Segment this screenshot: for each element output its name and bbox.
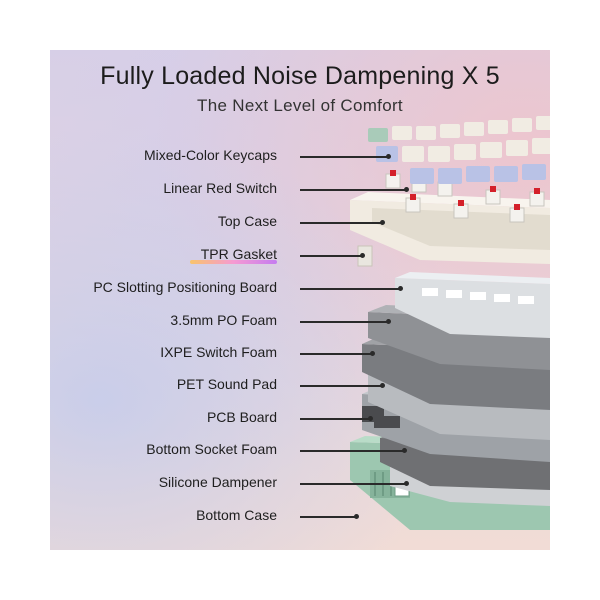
- leader-line: [300, 385, 382, 387]
- leader-dot: [370, 351, 375, 356]
- layer-label-pcb-board: PCB Board: [206, 409, 277, 425]
- leader-dot: [380, 383, 385, 388]
- layer-label-silicone-dampener: Silicone Dampener: [158, 474, 277, 490]
- layer-label-bottom-case: Bottom Case: [196, 507, 277, 523]
- layer-label-pet-sound-pad: PET Sound Pad: [176, 376, 277, 392]
- page-subtitle: The Next Level of Comfort: [197, 96, 403, 115]
- layer-label-tpr-gasket: TPR Gasket: [200, 246, 277, 262]
- leader-line: [300, 418, 370, 420]
- leader-dot: [354, 514, 359, 519]
- exploded-keyboard-illustration: [350, 116, 550, 530]
- leader-line: [300, 222, 382, 224]
- leader-line: [300, 450, 404, 452]
- leader-line: [300, 516, 356, 518]
- leader-line: [300, 189, 406, 191]
- layer-label-pc-positioning-board: PC Slotting Positioning Board: [93, 279, 277, 295]
- leader-dot: [368, 416, 373, 421]
- page-title: Fully Loaded Noise Dampening X 5: [100, 62, 500, 90]
- leader-dot: [404, 187, 409, 192]
- leader-line: [300, 321, 388, 323]
- leader-dot: [402, 448, 407, 453]
- leader-dot: [404, 481, 409, 486]
- layer-label-linear-red-switch: Linear Red Switch: [163, 180, 277, 196]
- leader-dot: [380, 220, 385, 225]
- top-case: [350, 192, 550, 267]
- layer-label-ixpe-switch-foam: IXPE Switch Foam: [160, 344, 277, 360]
- leader-line: [300, 288, 400, 290]
- pc-positioning-board: [395, 272, 550, 338]
- leader-dot: [386, 319, 391, 324]
- leader-dot: [386, 154, 391, 159]
- leader-dot: [398, 286, 403, 291]
- layer-label-top-case: Top Case: [217, 213, 277, 229]
- layer-label-bottom-socket-foam: Bottom Socket Foam: [146, 441, 277, 457]
- leader-line: [300, 353, 372, 355]
- tpr-gasket-highlight: [190, 260, 277, 264]
- layer-label-po-foam: 3.5mm PO Foam: [170, 312, 277, 328]
- keycaps: [368, 116, 550, 184]
- leader-line: [300, 156, 388, 158]
- layer-label-mixed-color-keycaps: Mixed-Color Keycaps: [143, 147, 277, 163]
- leader-dot: [360, 253, 365, 258]
- leader-line: [300, 483, 406, 485]
- leader-line: [300, 255, 362, 257]
- product-infographic: Fully Loaded Noise Dampening X 5 The Nex…: [50, 50, 550, 550]
